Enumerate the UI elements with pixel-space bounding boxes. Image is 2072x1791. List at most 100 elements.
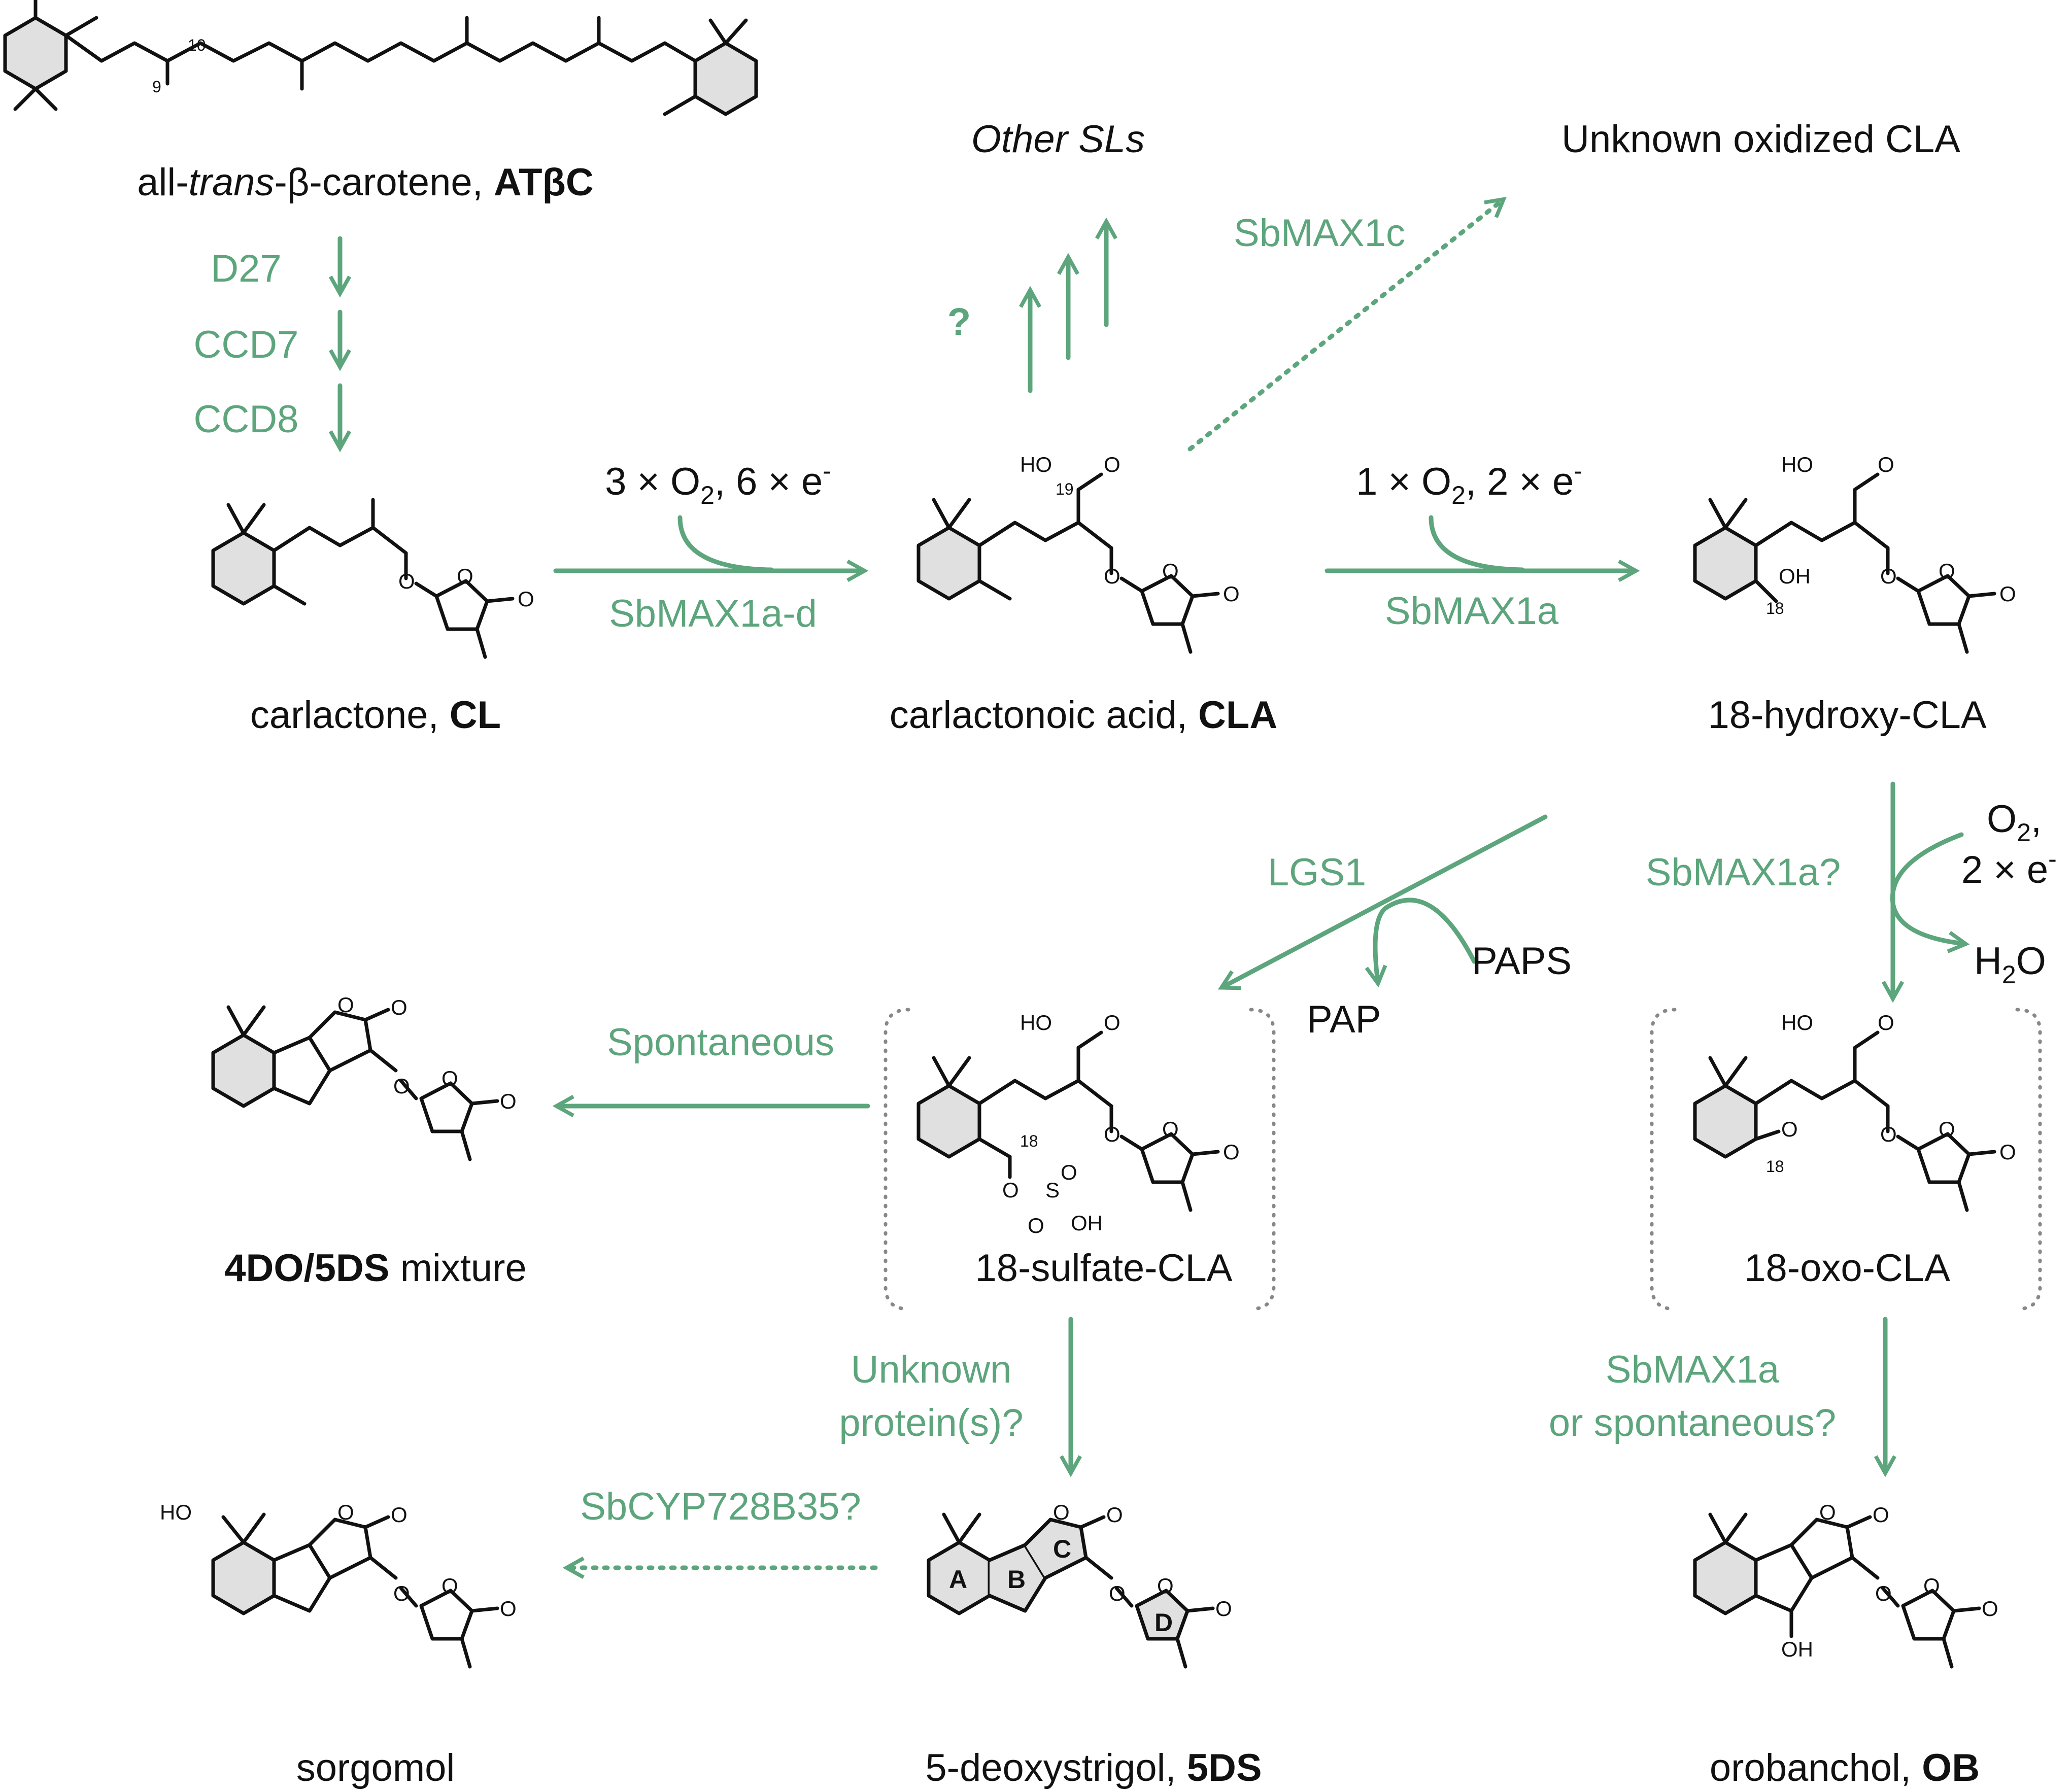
label-cl: carlactone, CL <box>250 694 501 737</box>
cofactor-o2-3: 3 × O2, 6 × e- <box>605 457 831 509</box>
arrow-lgs1 <box>1223 814 1548 987</box>
label-other-sls: Other SLs <box>971 118 1145 161</box>
hydroxy-ether-o: O <box>1880 564 1897 588</box>
ob-c-ring-o: O <box>1819 1500 1836 1524</box>
label-sulfate-cla: 18-sulfate-CLA <box>975 1247 1233 1290</box>
sulfate-o3: O <box>1028 1214 1044 1237</box>
enzyme-max1a-or-l2: or spontaneous? <box>1549 1401 1836 1444</box>
cla-carbonyl-o: O <box>1223 582 1240 606</box>
enzyme-lgs1: LGS1 <box>1268 851 1366 894</box>
fiveds-d-ring-o: O <box>1157 1574 1174 1598</box>
fiveds-carbonyl-o: O <box>1106 1503 1123 1527</box>
hydroxy-c18: 18 <box>1766 599 1784 617</box>
cla-acid-o: O <box>1104 453 1120 476</box>
hydroxy-cla-structure <box>1693 472 1996 654</box>
mixture-d-ring-o: O <box>441 1066 458 1090</box>
enzyme-unknown-l1: Unknown <box>851 1348 1012 1391</box>
fiveds-ether-o: O <box>1109 1581 1126 1605</box>
oxo-carbonyl-o: O <box>1999 1140 2016 1164</box>
label-cla: carlactonoic acid, CLA <box>890 694 1278 737</box>
label-5ds: 5-deoxystrigol, 5DS <box>925 1746 1262 1789</box>
enzyme-ccd8: CCD8 <box>194 398 299 441</box>
sorgomol-structure <box>211 1512 499 1669</box>
sulfate-carbonyl-o: O <box>1223 1140 1240 1164</box>
label-hydroxy-cla: 18-hydroxy-CLA <box>1708 694 1986 737</box>
curve-paps-pap <box>1375 898 1477 982</box>
sulfate-s: S <box>1045 1178 1060 1202</box>
cla-ether-o: O <box>1104 564 1120 588</box>
arrow-max1c <box>1187 200 1502 452</box>
cl-carbonyl-o: O <box>518 587 534 611</box>
ring-label-b: B <box>1007 1565 1026 1594</box>
atbc-structure <box>3 0 758 116</box>
sorgomol-c-ring-o: O <box>337 1500 354 1524</box>
reaction-arrows <box>340 200 1964 1568</box>
enzyme-ccd7: CCD7 <box>194 323 299 366</box>
oxo-acid-o: O <box>1878 1011 1894 1035</box>
label-ob: orobanchol, OB <box>1710 1746 1980 1789</box>
curve-o2-1 <box>1429 515 1525 572</box>
label-unknown-oxidized: Unknown oxidized CLA <box>1561 118 1960 161</box>
cofactor-paps: PAPS <box>1472 940 1572 983</box>
hydroxy-ring-o: O <box>1939 559 1955 583</box>
ob-d-carbonyl-o: O <box>1982 1597 1998 1621</box>
fiveds-d-carbonyl-o: O <box>1215 1597 1232 1621</box>
label-mixture: 4DO/5DS mixture <box>224 1247 527 1290</box>
enzyme-max1c: SbMAX1c <box>1234 212 1405 255</box>
mixture-ether-o: O <box>393 1074 410 1098</box>
fiveds-c-ring-o: O <box>1053 1500 1070 1524</box>
enzyme-max1a-q: SbMAX1a? <box>1646 851 1841 894</box>
sulfate-o1: O <box>1002 1178 1019 1202</box>
enzyme-unknown-l2: protein(s)? <box>839 1401 1023 1444</box>
sulfate-oh: OH <box>1071 1211 1103 1235</box>
mixture-structure <box>211 1005 499 1161</box>
ring-label-a: A <box>949 1565 967 1594</box>
cofactor-o2-1: 1 × O2, 2 × e- <box>1356 457 1582 509</box>
enzyme-max1a-d: SbMAX1a-d <box>609 592 817 635</box>
sulfate-ring-o: O <box>1162 1117 1179 1141</box>
sorgomol-carbonyl-o: O <box>391 1503 407 1527</box>
oxo-c18: 18 <box>1766 1157 1784 1176</box>
sorgomol-d-carbonyl-o: O <box>500 1597 517 1621</box>
sulfate-ho: HO <box>1020 1011 1052 1035</box>
cofactor-pap: PAP <box>1307 998 1381 1041</box>
cla-structure <box>916 472 1220 654</box>
oxo-cla-structure <box>1693 1030 1996 1212</box>
ob-structure <box>1693 1512 1981 1669</box>
hydroxy-acid-o: O <box>1878 453 1894 476</box>
question-mark: ? <box>947 300 971 343</box>
hydroxy-oh: OH <box>1779 564 1811 588</box>
ring-label-d: D <box>1154 1608 1173 1637</box>
label-oxo-cla: 18-oxo-CLA <box>1744 1247 1950 1290</box>
enzyme-max1a: SbMAX1a <box>1385 590 1559 633</box>
ob-oh: OH <box>1781 1637 1813 1661</box>
label-atbc: all-trans-β-carotene, ATβC <box>137 161 594 204</box>
hydroxy-carbonyl-o: O <box>1999 582 2016 606</box>
carbon-10-label: 10 <box>188 36 206 54</box>
cl-ring-o: O <box>457 564 473 588</box>
enzyme-spontaneous: Spontaneous <box>607 1021 834 1064</box>
cl-ether-o: O <box>398 569 415 593</box>
enzyme-max1a-or-l1: SbMAX1a <box>1606 1348 1780 1391</box>
curve-o2-h2o <box>1890 832 1964 944</box>
cofactor-e2: 2 × e- <box>1961 845 2057 891</box>
fiveds-structure <box>927 1512 1215 1669</box>
ob-carbonyl-o: O <box>1873 1503 1889 1527</box>
sulfate-cla-structure <box>916 1030 1220 1212</box>
sulfate-o2: O <box>1061 1160 1077 1184</box>
oxo-ho: HO <box>1781 1011 1813 1035</box>
mixture-d-carbonyl-o: O <box>500 1089 517 1113</box>
sulfate-ether-o: O <box>1104 1122 1120 1146</box>
mixture-c-ring-o: O <box>337 993 354 1017</box>
cla-ho: HO <box>1020 453 1052 476</box>
curve-o2-3 <box>677 515 774 572</box>
cla-ring-o: O <box>1162 559 1179 583</box>
ob-ether-o: O <box>1875 1581 1892 1605</box>
carbon-9-label: 9 <box>152 78 161 96</box>
enzyme-d27: D27 <box>211 247 281 290</box>
cla-c19: 19 <box>1056 480 1074 498</box>
oxo-ether-o: O <box>1880 1122 1897 1146</box>
hydroxy-ho: HO <box>1781 453 1813 476</box>
